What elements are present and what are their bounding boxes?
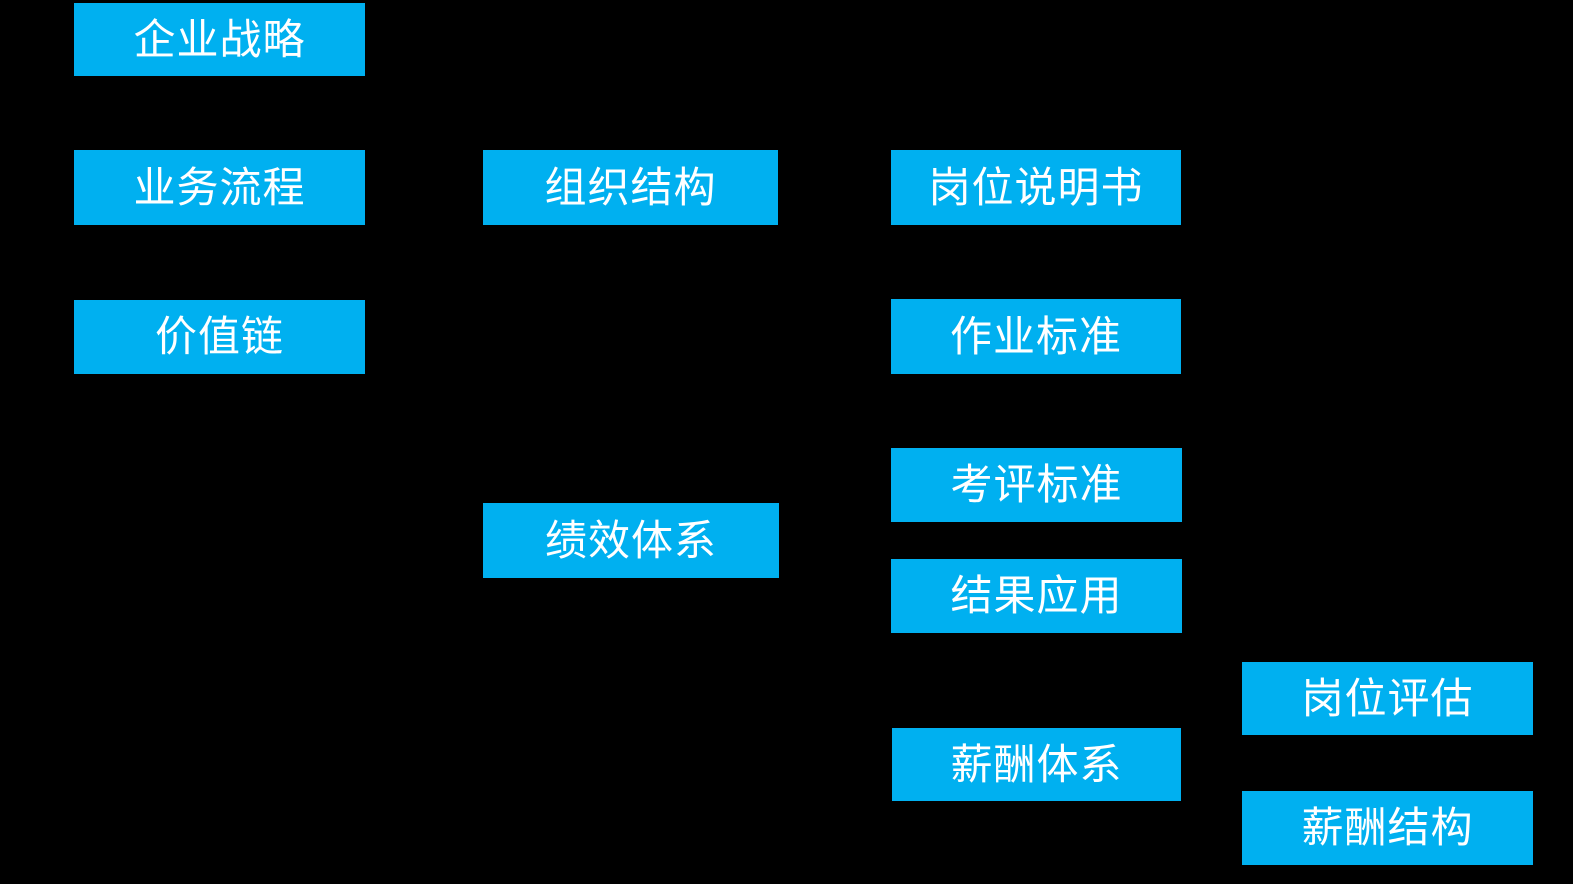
node-work-standard: 作业标准 — [891, 299, 1181, 374]
node-compensation-system: 薪酬体系 — [892, 728, 1181, 801]
node-business-process: 业务流程 — [74, 150, 365, 225]
node-value-chain: 价值链 — [74, 300, 365, 374]
node-compensation-structure: 薪酬结构 — [1242, 791, 1533, 865]
node-job-description: 岗位说明书 — [891, 150, 1181, 225]
node-appraisal-standard: 考评标准 — [891, 448, 1182, 522]
node-enterprise-strategy: 企业战略 — [74, 3, 365, 76]
node-performance-system: 绩效体系 — [483, 503, 779, 578]
node-result-application: 结果应用 — [891, 559, 1182, 633]
node-organization-structure: 组织结构 — [483, 150, 778, 225]
node-job-evaluation: 岗位评估 — [1242, 662, 1533, 735]
